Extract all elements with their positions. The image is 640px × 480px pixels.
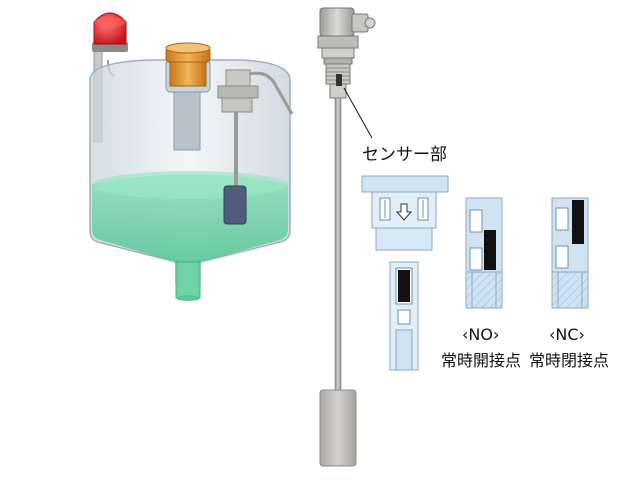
sensor-detail-diagram	[361, 175, 449, 371]
no-contact-diagram: ‹NO› 常時開接点	[441, 197, 521, 370]
tank-cap	[165, 42, 211, 151]
level-switch: センサー部	[317, 7, 447, 467]
nc-contact-bar	[572, 200, 584, 244]
tank-illustration	[89, 12, 294, 301]
nc-caption: 常時閉接点	[529, 351, 609, 370]
nc-title: ‹NC›	[549, 325, 585, 344]
no-title: ‹NO›	[462, 325, 499, 344]
down-arrow-icon	[395, 203, 413, 221]
no-caption: 常時開接点	[441, 351, 521, 370]
reed-contact	[398, 270, 410, 302]
tank-sensor	[217, 69, 294, 225]
sensor-part-label: センサー部	[362, 145, 447, 165]
float	[319, 389, 357, 467]
sensor-leader-line	[343, 87, 373, 139]
connector-head	[317, 7, 376, 99]
nc-contact-diagram: ‹NC› 常時閉接点	[529, 197, 609, 370]
no-contact-bar	[484, 230, 496, 270]
sensor-rod	[334, 97, 342, 399]
